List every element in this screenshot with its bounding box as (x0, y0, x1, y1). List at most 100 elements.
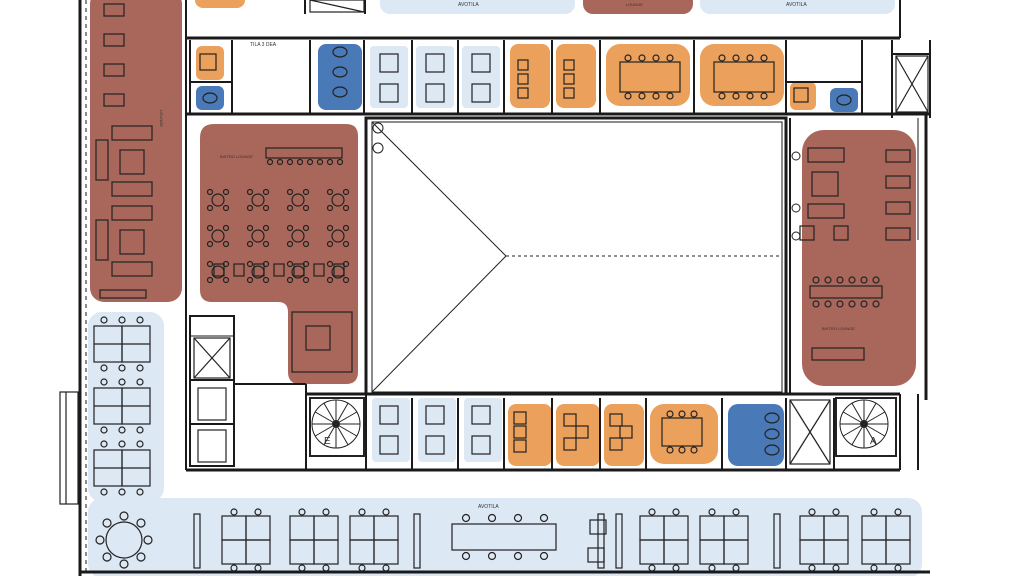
bench-table (811, 347, 865, 361)
coffee-table (305, 325, 331, 351)
desk (245, 539, 271, 565)
chair (326, 240, 334, 248)
zone-bistro-lounge-right (802, 130, 916, 386)
wc-fixture (764, 412, 780, 424)
round-table (331, 193, 345, 207)
atrium-roof (371, 121, 782, 393)
chair (678, 446, 686, 454)
zone-bot-cell2 (418, 398, 456, 462)
chair (487, 513, 497, 523)
stair-tread (865, 402, 877, 421)
bar-stool (326, 158, 334, 166)
chair (100, 488, 108, 496)
chair (672, 564, 680, 572)
chair (95, 535, 105, 545)
chair (808, 564, 816, 572)
chair (746, 92, 754, 100)
chair (609, 413, 623, 427)
chair (342, 240, 350, 248)
chair (326, 276, 334, 284)
chair (619, 425, 633, 439)
chair (136, 440, 144, 448)
wc-fixture (332, 46, 348, 58)
chair (342, 224, 350, 232)
bar-stool (296, 158, 304, 166)
chair (760, 92, 768, 100)
bar-stool (276, 158, 284, 166)
chair (513, 411, 527, 425)
chair (136, 378, 144, 386)
round-table (291, 229, 305, 243)
chair (246, 240, 254, 248)
avotila-top-left-label: AVOTILA (458, 2, 479, 8)
chair (100, 378, 108, 386)
chair (708, 508, 716, 516)
sofa (807, 147, 845, 163)
chair (222, 224, 230, 232)
cell-desk (471, 83, 491, 103)
chair (206, 276, 214, 284)
round-table (291, 193, 305, 207)
chair (517, 59, 529, 71)
zone-bot-cell1 (372, 398, 410, 462)
zone-top-cell2 (416, 46, 454, 108)
chair (708, 564, 716, 572)
chair (246, 188, 254, 196)
stool (233, 263, 245, 277)
chair (102, 552, 112, 562)
chair (513, 425, 527, 439)
lift-shafts (193, 0, 929, 465)
chair (832, 508, 840, 516)
stair-tread (337, 402, 349, 421)
walls (78, 0, 931, 576)
cell-desk (379, 405, 399, 425)
zone-top-orange-small2 (790, 82, 816, 110)
bar-stool (286, 158, 294, 166)
cabinet (413, 513, 421, 569)
chair (136, 552, 146, 562)
round-table (211, 193, 225, 207)
stair-tread (323, 427, 335, 446)
chair (100, 316, 108, 324)
round-table (331, 229, 345, 243)
chair (836, 300, 844, 308)
chair (808, 508, 816, 516)
stair-tread (867, 411, 886, 423)
cell-desk (425, 435, 445, 455)
chair (461, 551, 471, 561)
chair (746, 54, 754, 62)
chair (118, 364, 126, 372)
chair (690, 410, 698, 418)
stool (213, 263, 225, 277)
chair (206, 260, 214, 268)
chair (563, 59, 575, 71)
zone-top-orange-small (195, 0, 245, 8)
chair (262, 224, 270, 232)
chair (262, 188, 270, 196)
chair (666, 410, 674, 418)
chair (812, 276, 820, 284)
chair (342, 276, 350, 284)
round-table (211, 229, 225, 243)
chair (206, 224, 214, 232)
lounge-left-label: LOUNGE (159, 110, 164, 127)
chair (648, 508, 656, 516)
wc-fixture (332, 86, 348, 98)
desk (885, 539, 911, 565)
meeting-table (713, 61, 775, 93)
chair (136, 316, 144, 324)
stair-tread (339, 425, 358, 437)
chair (118, 316, 126, 324)
chair (732, 508, 740, 516)
chair (624, 92, 632, 100)
armchair (885, 227, 911, 241)
chair (119, 511, 129, 521)
cabinet (597, 513, 605, 569)
armchair (885, 201, 911, 215)
zone-avotila-top-left (380, 0, 575, 14)
armchair (799, 225, 815, 241)
stair-tread (851, 402, 863, 421)
chair (872, 300, 880, 308)
desk (373, 539, 399, 565)
chair (848, 276, 856, 284)
